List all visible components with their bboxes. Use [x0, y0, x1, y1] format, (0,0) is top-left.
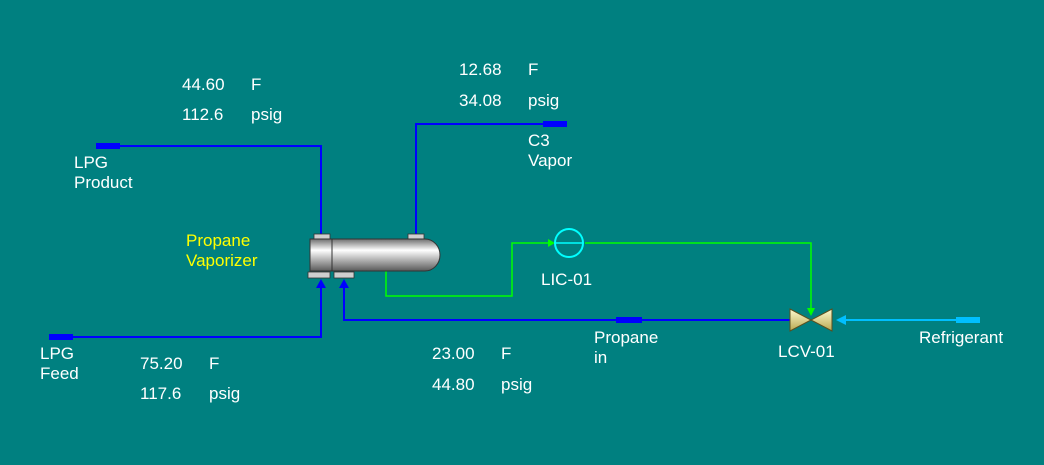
level-signal-line[interactable] — [385, 242, 553, 297]
lpg-feed-pressure: 117.6 — [140, 384, 182, 403]
c3-vapor-line[interactable] — [415, 123, 555, 237]
c3-vapor-temperature-unit: F — [528, 60, 539, 79]
c3-vapor-arrow-icon — [543, 121, 567, 127]
refrigerant-inlet-arrow-icon — [836, 315, 846, 325]
lpg-feed-label: LPG Feed — [40, 344, 79, 383]
lpg-feed-line[interactable] — [73, 286, 322, 338]
propane-in-label: Propane in — [594, 328, 659, 367]
lpg-feed-pressure-unit: psig — [209, 384, 241, 403]
controller-output-line[interactable] — [585, 242, 812, 313]
control-valve-icon[interactable] — [789, 308, 833, 332]
lpg-feed-inlet-arrow-icon — [316, 279, 326, 288]
lpg-feed-temperature-unit: F — [209, 354, 220, 373]
lpg-product-line[interactable] — [108, 145, 322, 237]
propane-in-pressure-unit: psig — [501, 375, 533, 394]
lpg-feed-temperature: 75.20 — [140, 354, 183, 373]
lpg-product-temperature-unit: F — [251, 75, 262, 94]
valve-actuator-arrow-icon — [807, 308, 815, 316]
c3-vapor-label: C3 Vapor — [528, 131, 573, 170]
lpg-product-arrow-icon — [96, 143, 120, 149]
signal-arrow-icon — [548, 239, 555, 247]
lpg-product-label: LPG Product — [74, 153, 133, 192]
shell-and-tube-exchanger-icon[interactable] — [307, 233, 441, 279]
lpg-product-pressure: 112.6 — [182, 105, 224, 124]
propane-in-line[interactable] — [343, 286, 790, 321]
c3-vapor-pressure-unit: psig — [528, 91, 560, 110]
lpg-product-pressure-unit: psig — [251, 105, 283, 124]
propane-in-inlet-arrow-icon — [339, 279, 349, 288]
propane-in-arrow-icon — [616, 317, 642, 323]
lic-01-label: LIC-01 — [541, 270, 593, 289]
c3-vapor-pressure: 34.08 — [459, 91, 502, 110]
lpg-product-temperature: 44.60 — [182, 75, 225, 94]
lcv-01-label: LCV-01 — [778, 342, 835, 361]
refrigerant-arrow-icon — [956, 317, 980, 323]
lpg-feed-arrow-icon — [49, 334, 73, 340]
refrigerant-label: Refrigerant — [919, 328, 1004, 347]
propane-in-pressure: 44.80 — [432, 375, 475, 394]
propane-in-temperature-unit: F — [501, 344, 512, 363]
level-controller-icon[interactable] — [554, 228, 584, 258]
propane-in-temperature: 23.00 — [432, 344, 475, 363]
propane-vaporizer-label: Propane Vaporizer — [186, 231, 258, 270]
c3-vapor-temperature: 12.68 — [459, 60, 502, 79]
